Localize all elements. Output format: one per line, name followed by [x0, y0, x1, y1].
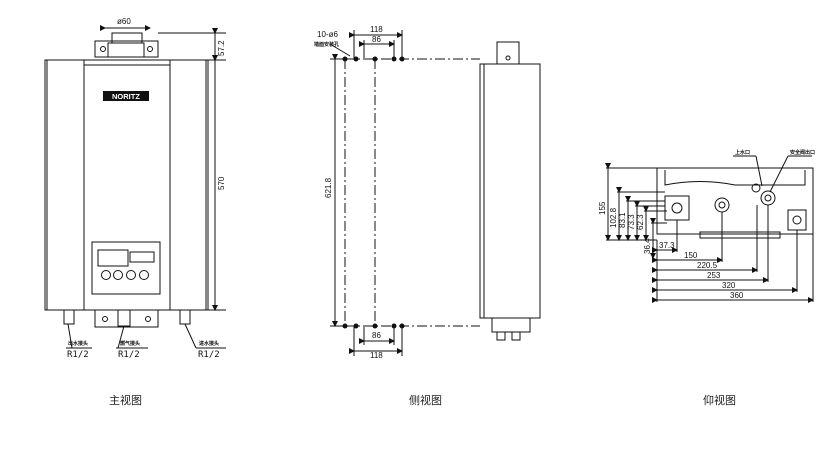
bottom-vdim-62-3: 62.3 — [636, 214, 645, 230]
bottom-hdim-150: 150 — [684, 251, 698, 260]
bottom-left-callout: 上水口 — [735, 149, 750, 156]
control-panel — [91, 241, 161, 295]
front-right-panel — [169, 59, 209, 311]
outlet-port-label: 出水接头 — [68, 340, 88, 347]
top-bracket — [94, 40, 159, 58]
bottom-vdim-36-4: 36.4 — [643, 238, 652, 254]
side-view-caption: 侧视图 — [409, 394, 442, 407]
holes-note-label: 墙面安装孔 — [314, 41, 339, 48]
side-flue-bracket — [496, 41, 520, 65]
bottom-hdim-37-3: 37.3 — [659, 241, 675, 250]
control-button-3 — [126, 270, 136, 280]
side-height-dim: 621.8 — [324, 177, 333, 198]
bottom-hdim-253: 253 — [707, 271, 721, 280]
mounting-holes — [342, 56, 405, 329]
front-left-panel — [44, 59, 85, 311]
inlet-port-label: 进水接头 — [199, 340, 219, 347]
bottom-vdim-83-1: 83.1 — [618, 212, 627, 228]
gas-port-label: 燃气接头 — [120, 340, 140, 347]
side-body-outline — [479, 63, 541, 319]
bottom-vdim-73-3: 73.3 — [627, 214, 636, 230]
top-gap-dim: 57.2 — [217, 40, 226, 56]
brand-logo-text: NORITZ — [112, 92, 140, 101]
control-button-4 — [139, 270, 149, 280]
inlet-connector — [179, 309, 191, 325]
side-connectors — [491, 317, 531, 333]
brand-logo: NORITZ — [103, 91, 149, 101]
bottom-connector-1 — [714, 197, 730, 213]
side-bottom-inner-dim: 86 — [372, 331, 381, 340]
bottom-bracket — [94, 309, 159, 328]
display-screen — [97, 249, 129, 267]
bottom-view-caption: 仰视图 — [703, 394, 736, 407]
control-button-2 — [113, 270, 123, 280]
bottom-hdim-220-5: 220.5 — [697, 261, 718, 270]
inlet-port-size: R1/2 — [198, 350, 220, 360]
control-button-1 — [101, 270, 111, 280]
side-top-inner-dim: 86 — [372, 35, 381, 44]
bottom-connector-2 — [760, 190, 776, 206]
side-bottom-outer-dim: 118 — [370, 351, 383, 360]
flue-diameter-dim: ø60 — [117, 17, 131, 26]
gas-connector — [117, 309, 131, 327]
bottom-hdim-320: 320 — [722, 281, 736, 290]
outlet-connector — [63, 309, 75, 325]
gas-port-size: R1/2 — [118, 350, 140, 360]
bottom-body-outline — [656, 167, 814, 235]
panel-label — [129, 251, 155, 263]
flue-pipe — [107, 42, 145, 58]
bottom-gas-valve — [664, 195, 690, 221]
holes-count-dim: 10-ø6 — [317, 30, 338, 39]
bottom-vdim-102-8: 102.8 — [609, 207, 618, 228]
bottom-rear-rail — [699, 231, 781, 239]
bottom-inlet-valve — [787, 209, 807, 231]
bottom-right-callout: 安全阀出口 — [790, 149, 815, 156]
bottom-view — [605, 155, 814, 303]
front-view — [44, 25, 226, 349]
front-view-caption: 主视图 — [109, 394, 142, 407]
front-height-dim: 570 — [217, 176, 226, 190]
bottom-vdim-155: 155 — [598, 201, 607, 215]
side-top-outer-dim: 118 — [370, 25, 383, 34]
outlet-port-size: R1/2 — [67, 350, 89, 360]
side-view — [329, 30, 541, 356]
bottom-hdim-360: 360 — [730, 291, 744, 300]
